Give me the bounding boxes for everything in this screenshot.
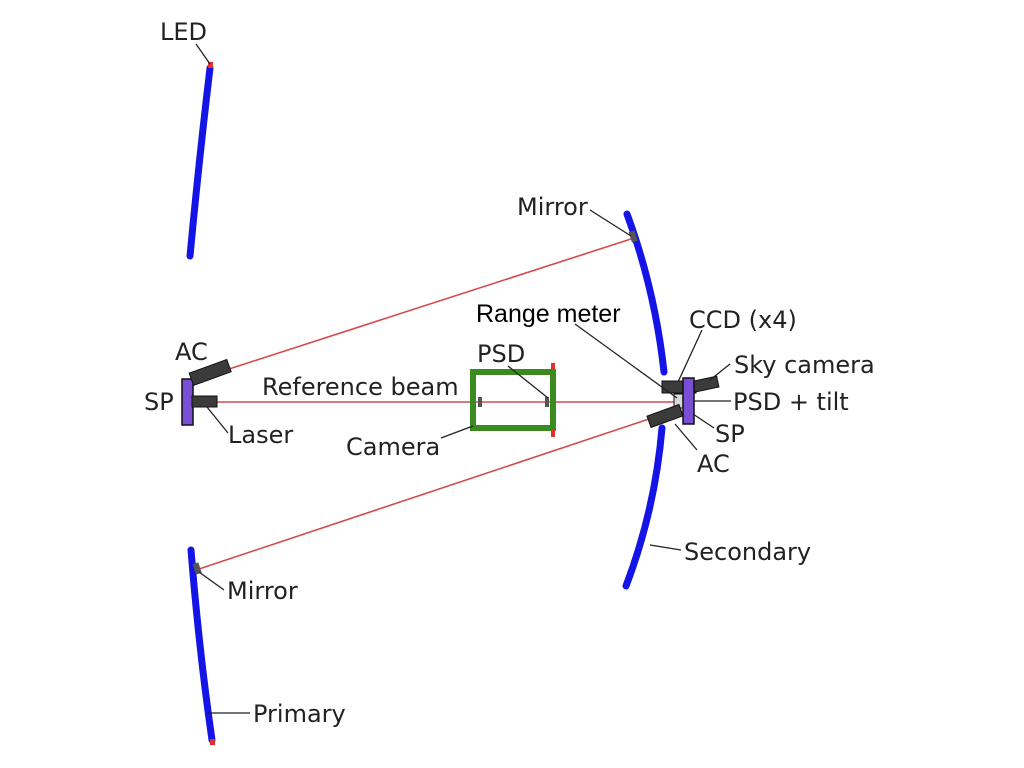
psd-label: PSD — [477, 340, 525, 368]
right-sensor-plate — [682, 377, 695, 425]
ccd-label: CCD (x4) — [689, 306, 797, 334]
range-meter-label: Range meter — [476, 300, 621, 328]
camera-marker-top — [551, 363, 555, 370]
left-laser — [191, 395, 218, 408]
secondary-label: Secondary — [684, 538, 811, 566]
psd-right-element — [545, 397, 549, 407]
ac-left-label: AC — [175, 338, 208, 366]
psd-leader — [507, 365, 549, 399]
sp-right-leader — [692, 413, 715, 429]
mirror-bottom-leader — [198, 571, 225, 591]
range-meter-leader — [574, 323, 678, 399]
ccd-leader — [677, 329, 703, 383]
led-marker — [208, 62, 213, 68]
camera-box — [470, 369, 556, 431]
mirror-bottom-label: Mirror — [227, 577, 298, 605]
laser-label: Laser — [228, 421, 293, 449]
primary-mirror-lower — [187, 546, 216, 744]
left-sensor-plate — [181, 378, 194, 426]
sky-camera-label: Sky camera — [734, 351, 875, 379]
left-autocollimator — [188, 358, 232, 387]
beam-to-bottom-mirror — [198, 417, 653, 570]
primary-label: Primary — [253, 700, 346, 728]
psd-tilt-label: PSD + tilt — [733, 388, 849, 416]
secondary-leader — [649, 544, 682, 551]
primary-mirror-upper — [186, 64, 214, 260]
camera-marker-bottom — [551, 430, 555, 437]
small-mirror-top — [628, 230, 638, 243]
sky-camera-leader — [709, 363, 731, 381]
beam-to-top-mirror — [228, 237, 635, 370]
psd-left-element — [478, 397, 482, 407]
sp-left-label: SP — [144, 388, 174, 416]
camera-label: Camera — [346, 433, 440, 461]
mirror-top-leader — [589, 209, 632, 237]
ac-right-label: AC — [697, 450, 730, 478]
led-leader — [195, 43, 211, 65]
laser-leader — [206, 406, 229, 434]
ac-right-leader — [674, 423, 698, 451]
secondary-mirror-lower — [622, 424, 666, 590]
led-label: LED — [160, 18, 207, 46]
mirror-top-label: Mirror — [517, 193, 588, 221]
camera-leader — [440, 425, 474, 439]
reference-beam-label: Reference beam — [262, 373, 459, 401]
primary-bottom-marker — [210, 739, 215, 745]
right-autocollimator — [646, 403, 684, 429]
sp-right-label: SP — [715, 420, 745, 448]
